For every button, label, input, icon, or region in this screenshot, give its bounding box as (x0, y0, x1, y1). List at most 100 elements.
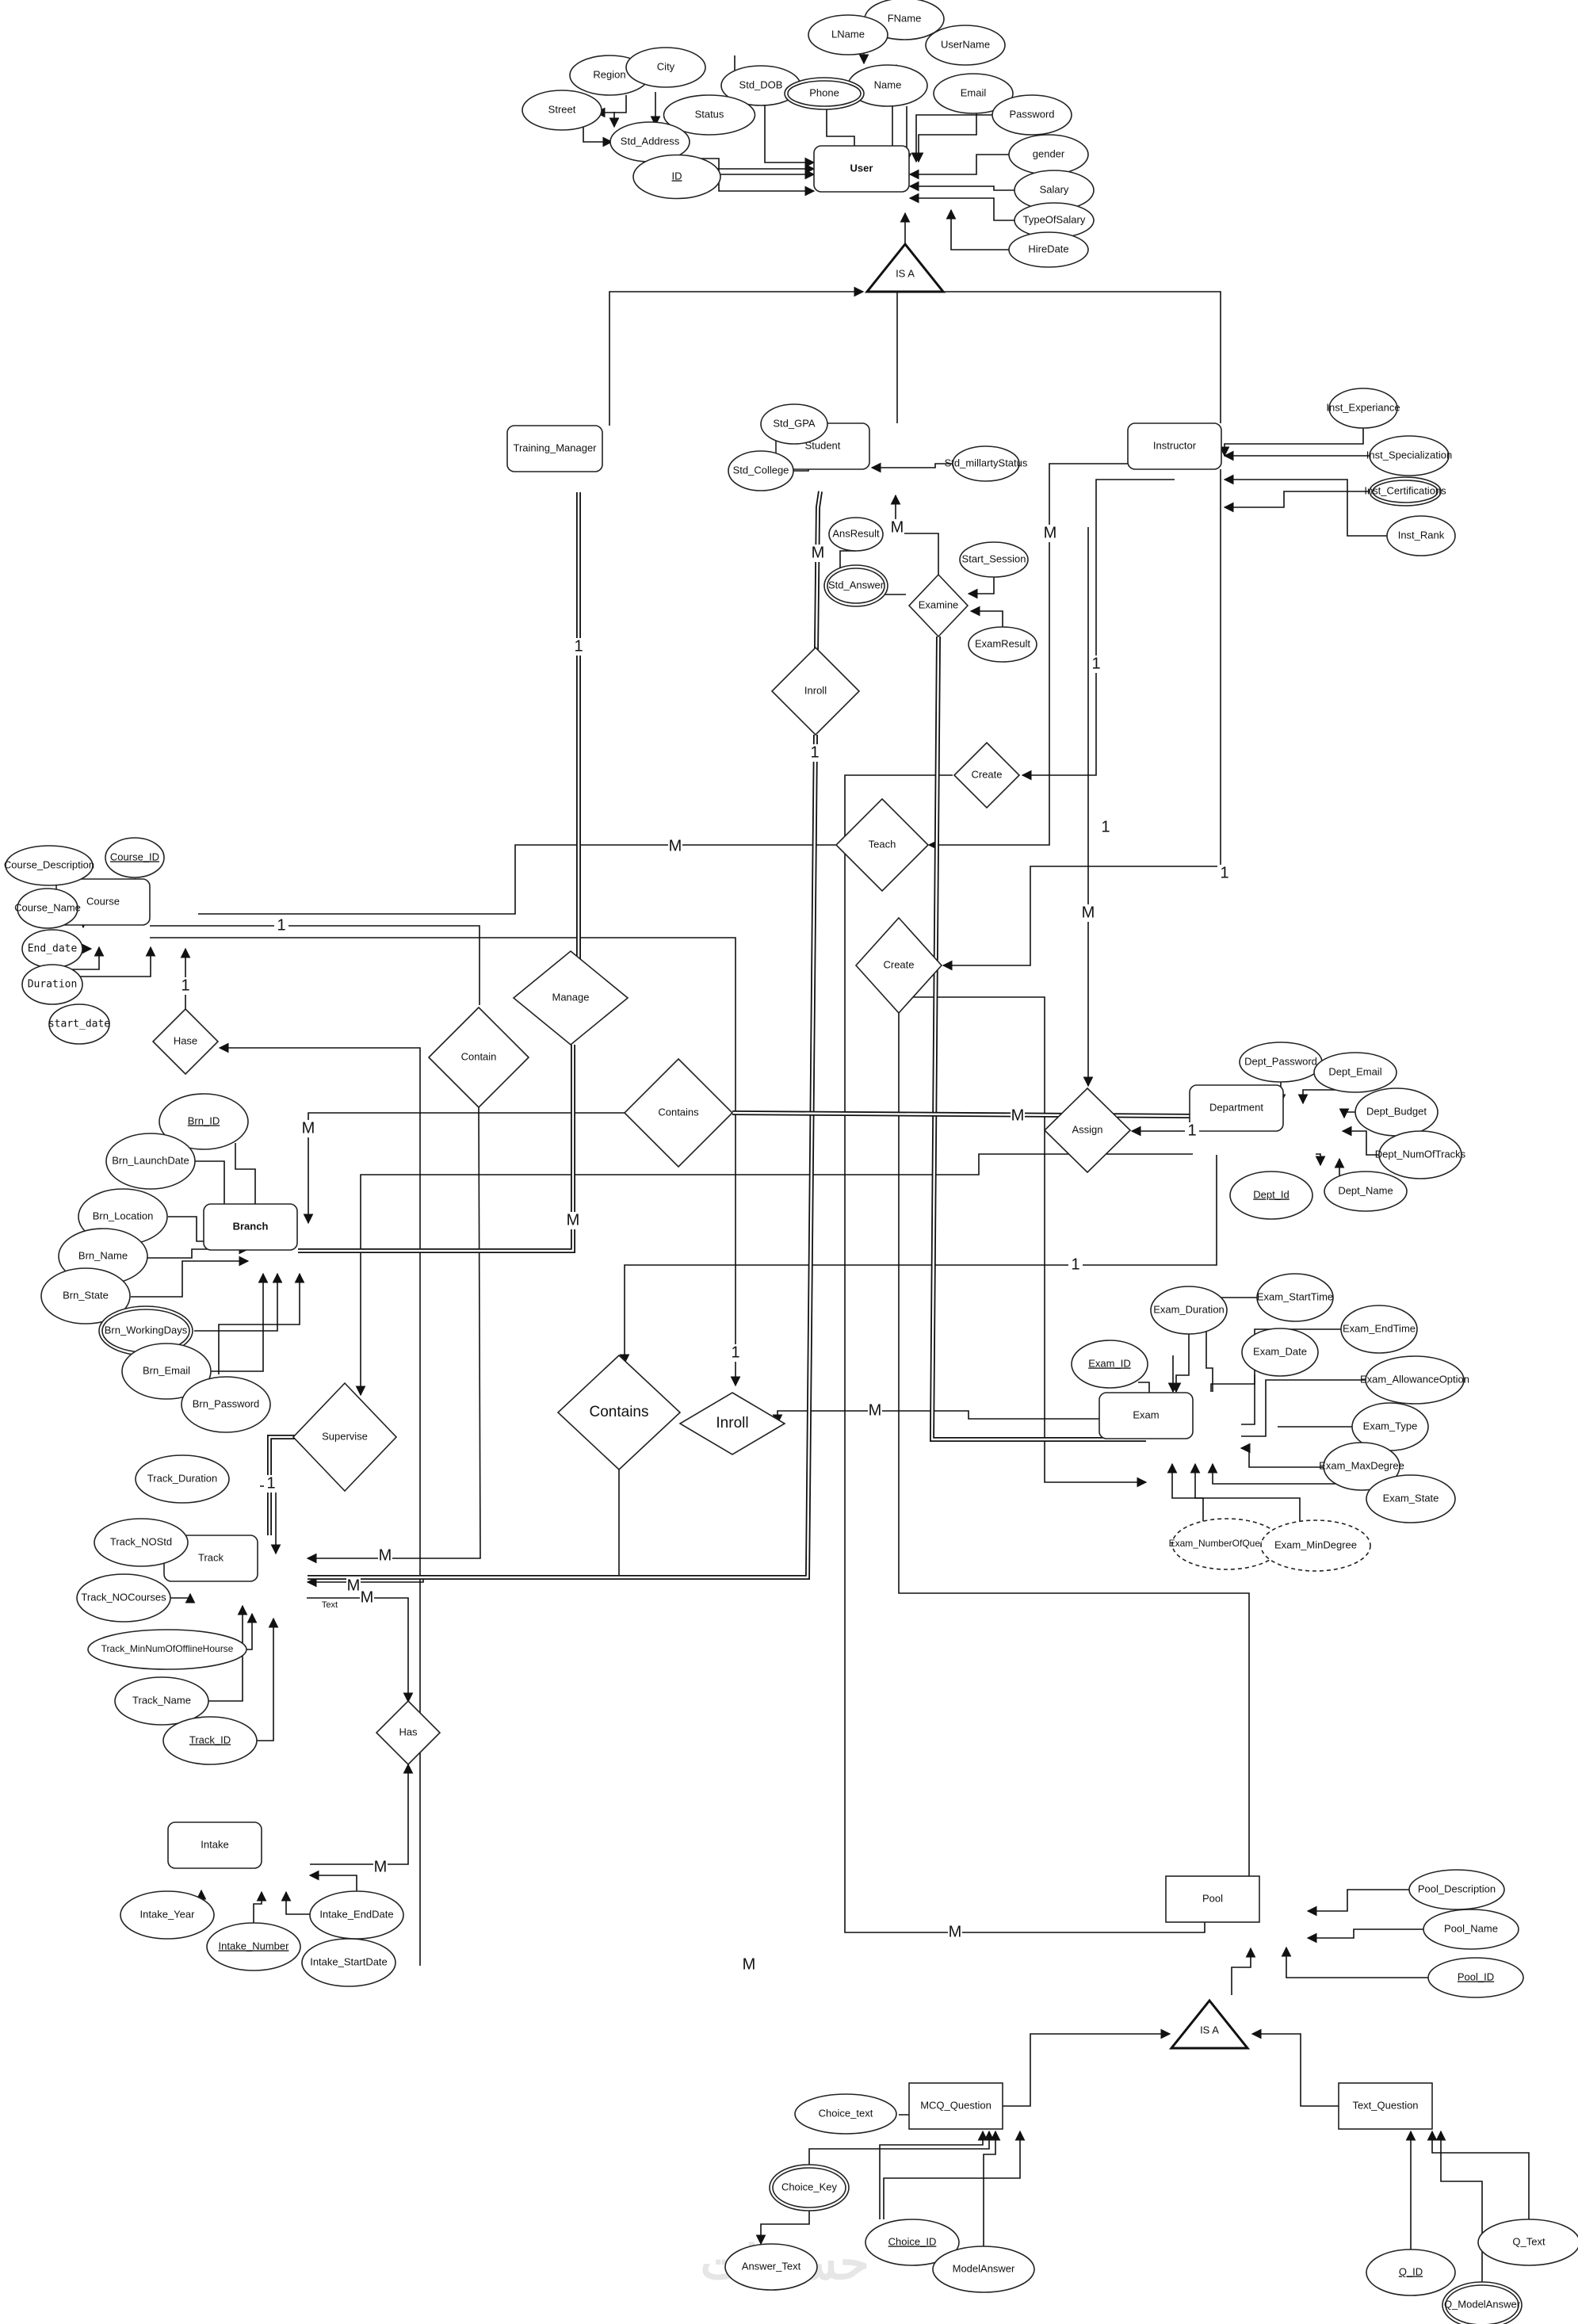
attribute-duration[interactable]: Duration (21, 964, 83, 1005)
attribute-brn-password[interactable]: Brn_Password (181, 1376, 271, 1433)
attribute-intake-number[interactable]: Intake_Number (206, 1922, 301, 1971)
attribute-exam-id[interactable]: Exam_ID (1071, 1340, 1148, 1389)
attribute-street[interactable]: Street (522, 90, 602, 131)
entity-branch[interactable]: Branch (203, 1203, 298, 1251)
attribute-exam-endtime[interactable]: Exam_EndTime (1340, 1305, 1418, 1354)
attribute-password[interactable]: Password (992, 94, 1072, 136)
attribute-typeofsalary[interactable]: TypeOfSalary (1014, 202, 1095, 239)
attribute-q-text[interactable]: Q_Text (1477, 2219, 1578, 2266)
attribute-std-dob[interactable]: Std_DOB (720, 65, 801, 106)
attribute-dept-numtracks[interactable]: Dept_NumOfTracks (1375, 1130, 1466, 1179)
attribute-exam-duration[interactable]: Exam_Duration (1150, 1286, 1228, 1335)
attribute-std-college[interactable]: Std_College (728, 450, 794, 491)
relationship-create-mid[interactable]: Create (854, 916, 943, 1015)
relationship-contains-branch[interactable]: Contains (623, 1057, 734, 1168)
entity-instructor[interactable]: Instructor (1127, 422, 1222, 470)
attribute-inst-exp[interactable]: Inst_Experiance (1326, 388, 1400, 429)
attribute-exam-allow[interactable]: Exam_AllowanceOption (1360, 1355, 1469, 1405)
attribute-exam-max[interactable]: Exam_MaxDegree (1319, 1442, 1404, 1491)
relationship-has[interactable]: Has (375, 1699, 441, 1766)
attribute-inst-rank[interactable]: Inst_Rank (1386, 515, 1456, 556)
attribute-track-minhours[interactable]: Track_MinNumOfOfflineHourse (87, 1629, 247, 1670)
attribute-brn-launch[interactable]: Brn_LaunchDate (105, 1133, 196, 1190)
relationship-contain[interactable]: Contain (428, 1007, 529, 1108)
relationship-examine[interactable]: Examine (907, 573, 969, 638)
attribute-intake-enddate[interactable]: Intake_EndDate (309, 1890, 404, 1940)
attribute-intake-startdate[interactable]: Intake_StartDate (301, 1938, 396, 1987)
entity-exam[interactable]: Exam (1098, 1392, 1194, 1439)
relationship-contains-track[interactable]: Contains (556, 1354, 682, 1471)
relationship-inroll-std[interactable]: Inroll (770, 646, 861, 736)
attribute-ansresult[interactable]: AnsResult (828, 517, 884, 552)
attribute-exam-min[interactable]: Exam_MinDegree (1260, 1519, 1371, 1572)
relationship-create-top[interactable]: Create (953, 741, 1021, 809)
isa-isa-pool[interactable]: IS A (1168, 1998, 1251, 2050)
attribute-exam-type[interactable]: Exam_Type (1351, 1402, 1429, 1451)
attribute-lname[interactable]: LName (808, 14, 888, 55)
entity-department[interactable]: Department (1189, 1084, 1284, 1132)
attribute-answer-text[interactable]: Answer_Text (724, 2243, 818, 2291)
attribute-email[interactable]: Email (933, 73, 1014, 114)
entity-user[interactable]: User (813, 145, 910, 193)
attribute-course-desc[interactable]: Course_Description (4, 845, 94, 886)
attribute-exam-state[interactable]: Exam_State (1366, 1474, 1456, 1523)
attribute-hiredate[interactable]: HireDate (1008, 231, 1089, 268)
attribute-track-nostd[interactable]: Track_NOStd (94, 1518, 189, 1567)
attribute-id[interactable]: ID (632, 154, 721, 200)
attribute-intake-year[interactable]: Intake_Year (120, 1890, 215, 1940)
attribute-exam-starttime[interactable]: Exam_StartTime (1256, 1273, 1334, 1322)
attribute-track-duration[interactable]: Track_Duration (135, 1454, 230, 1504)
attribute-exam-numq[interactable]: Exam_NumberOfQuestions (1169, 1518, 1286, 1570)
attribute-track-nocourses[interactable]: Track_NOCourses (76, 1573, 171, 1623)
attribute-pool-name[interactable]: Pool_Name (1423, 1909, 1519, 1950)
relationship-inroll-exam[interactable]: Inroll (678, 1392, 786, 1455)
attribute-pool-id[interactable]: Pool_ID (1427, 1957, 1524, 1998)
attribute-inst-cert[interactable]: Inst_Certifications (1364, 476, 1446, 506)
attribute-modelanswer[interactable]: ModelAnswer (932, 2246, 1035, 2293)
attribute-choice-id[interactable]: Choice_ID (865, 2219, 960, 2266)
entity-intake[interactable]: Intake (167, 1821, 262, 1869)
attribute-phone[interactable]: Phone (784, 77, 865, 110)
attribute-start-session[interactable]: Start_Session (959, 541, 1029, 578)
relationship-hase[interactable]: Hase (151, 1007, 220, 1076)
relationship-assign[interactable]: Assign (1043, 1087, 1132, 1174)
attribute-std-mil[interactable]: Std_millartyStatus (945, 445, 1028, 482)
entity-text-question[interactable]: Text_Question (1338, 2082, 1433, 2130)
attribute-dept-password[interactable]: Dept_Password (1239, 1042, 1323, 1083)
attribute-gender[interactable]: gender (1008, 134, 1089, 175)
attribute-std-answer[interactable]: Std_Answer (823, 564, 888, 607)
attribute-inst-spec[interactable]: Inst_Specialization (1366, 435, 1452, 476)
attribute-dept-budget[interactable]: Dept_Budget (1354, 1087, 1439, 1137)
relationship-teach[interactable]: Teach (835, 797, 930, 893)
attribute-std-gpa[interactable]: Std_GPA (760, 403, 828, 445)
relationship-supervise[interactable]: Supervise (292, 1382, 398, 1493)
attribute-brn-state[interactable]: Brn_State (40, 1267, 131, 1324)
attribute-brn-id[interactable]: Brn_ID (159, 1093, 249, 1150)
entity-pool[interactable]: Pool (1165, 1875, 1260, 1923)
attribute-exam-date[interactable]: Exam_Date (1241, 1328, 1319, 1377)
attribute-course-name[interactable]: Course_Name (14, 888, 81, 929)
attribute-choice-text[interactable]: Choice_text (794, 2093, 897, 2135)
attribute-salary[interactable]: Salary (1014, 170, 1095, 211)
attribute-course-id[interactable]: Course_ID (105, 837, 165, 878)
entity-mcq-question[interactable]: MCQ_Question (908, 2082, 1003, 2130)
attribute-dept-email[interactable]: Dept_Email (1313, 1052, 1397, 1093)
entity-training-manager[interactable]: Training_Manager (506, 425, 603, 472)
attribute-track-name[interactable]: Track_Name (114, 1676, 209, 1726)
attribute-track-id[interactable]: Track_ID (162, 1716, 258, 1765)
attribute-brn-email[interactable]: Brn_Email (121, 1343, 212, 1400)
attribute-pool-desc[interactable]: Pool_Description (1408, 1869, 1505, 1910)
attribute-start-date[interactable]: start_date (48, 1003, 110, 1045)
attribute-city[interactable]: City (625, 47, 706, 88)
attribute-dept-name[interactable]: Dept_Name (1324, 1171, 1408, 1212)
isa-isa-user[interactable]: IS A (864, 242, 946, 293)
attribute-choice-key[interactable]: Choice_Key (769, 2164, 850, 2211)
attribute-dept-id[interactable]: Dept_Id (1229, 1171, 1313, 1220)
attribute-std-address[interactable]: Std_Address (609, 121, 690, 162)
relationship-manage[interactable]: Manage (512, 950, 629, 1046)
attribute-examresult[interactable]: ExamResult (968, 626, 1037, 663)
attribute-q-modelanswer[interactable]: Q_ModelAnswer (1442, 2281, 1523, 2324)
attribute-q-id[interactable]: Q_ID (1366, 2249, 1456, 2296)
attribute-status[interactable]: Status (663, 94, 756, 136)
attribute-end-date[interactable]: End_date (21, 929, 83, 969)
